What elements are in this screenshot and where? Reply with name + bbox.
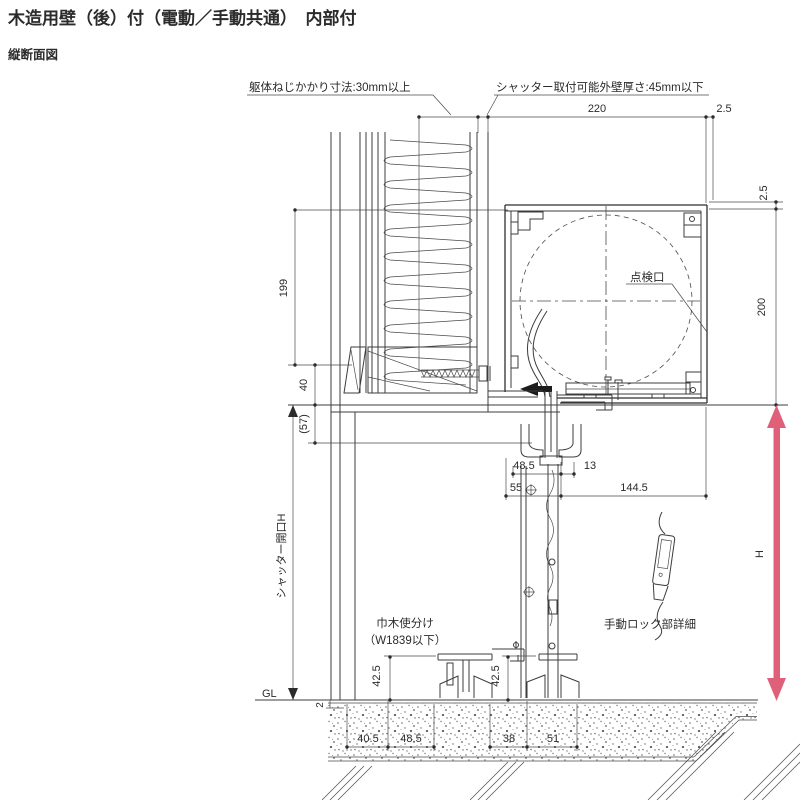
screw-mark-upper	[525, 484, 537, 496]
callout-screw-engagement: 躯体ねじかかり寸法:30mm以上	[247, 80, 452, 116]
dim-sill-d: 144.5	[620, 482, 648, 494]
height-arrow-label: H	[754, 550, 766, 558]
callout-wall-thickness: シャッター取付可能外壁厚さ:45mm以下	[486, 80, 709, 116]
dim-box-width: 220	[588, 103, 606, 115]
dim-reference: (57)	[298, 414, 310, 434]
baseboard-label: 巾木使分け	[376, 616, 434, 630]
manual-lock-label: 手動ロック部詳細	[604, 617, 696, 631]
dim-bottom-3: 38	[503, 733, 515, 745]
inspection-port-label: 点検口	[630, 270, 665, 284]
ground: GL	[255, 688, 800, 801]
ground-hatch	[328, 703, 757, 761]
curtain-direction-arrow	[520, 382, 552, 396]
sill-assembly	[488, 379, 623, 466]
callout-inspection-port: 点検口	[626, 270, 708, 333]
dim-sill-c: 55	[510, 482, 522, 494]
bottom-slat-unit	[565, 376, 691, 399]
manual-lock-detail: 手動ロック部詳細	[604, 511, 696, 641]
screw-mark-lower	[523, 586, 535, 598]
mounting-screw	[420, 365, 491, 382]
dim-sill-b: 13	[584, 460, 596, 472]
corner-brackets	[510, 211, 702, 395]
wall-thickness-label: シャッター取付可能外壁厚さ:45mm以下	[496, 80, 704, 94]
dim-left-upper: 199	[278, 279, 290, 297]
dim-bottom-2: 48.5	[400, 733, 421, 745]
break-lines	[321, 731, 800, 801]
wall-section	[288, 132, 788, 700]
dim-shutter-opening: シャッター開口H	[275, 513, 288, 598]
baseboard-detail: 巾木使分け （W1839以下）	[364, 616, 525, 698]
shutter-box: 点検口	[504, 204, 708, 404]
dimension-lines: 220 2.5 2.5 200 199 40 (57) シャッター開口H	[275, 103, 783, 751]
view-subtitle: 縦断面図	[8, 47, 58, 62]
baseboard-width-label: （W1839以下）	[364, 634, 446, 647]
dim-base-left: 42.5	[371, 665, 383, 686]
screw-engagement-label: 躯体ねじかかり寸法:30mm以上	[249, 80, 411, 94]
height-arrow: H	[754, 405, 786, 701]
dim-ground-step: 2	[315, 702, 326, 708]
dim-base-right: 42.5	[490, 665, 502, 686]
page-title: 木造用壁（後）付（電動／手動共通） 内部付	[7, 8, 357, 28]
dim-sill-a: 48.5	[513, 460, 534, 472]
dim-right-offset: 2.5	[758, 185, 770, 200]
dim-bottom-4: 51	[547, 733, 559, 745]
insulation-batting	[383, 139, 473, 386]
dim-bottom-1: 40.5	[357, 733, 378, 745]
guide-rail	[520, 464, 580, 698]
rail-bottom-bracket	[526, 653, 580, 698]
dim-box-height: 200	[756, 298, 768, 316]
dim-lintel: 40	[298, 379, 310, 391]
gl-label: GL	[262, 688, 277, 700]
dim-top-offset: 2.5	[716, 103, 731, 115]
